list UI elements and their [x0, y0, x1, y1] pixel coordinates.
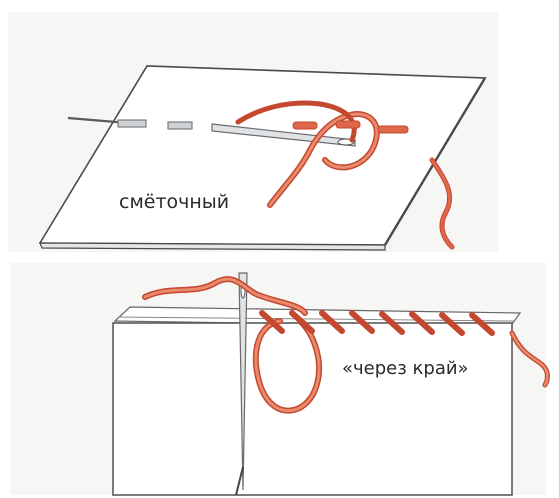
fabric-front	[113, 323, 512, 495]
stitch-1	[293, 122, 317, 129]
dash-stitch-1	[118, 120, 146, 127]
stitch-2	[336, 121, 360, 128]
dash-stitch-2	[168, 122, 192, 129]
basting-stitch-illustration	[0, 0, 559, 255]
overcast-stitch-panel: «через край»	[0, 255, 559, 498]
stitch-3	[378, 126, 408, 133]
overcast-stitch-illustration	[0, 255, 559, 498]
basting-stitch-label: смёточный	[119, 191, 229, 213]
overcast-stitch-label: «через край»	[342, 358, 469, 379]
basting-stitch-panel: смёточный	[0, 0, 559, 255]
